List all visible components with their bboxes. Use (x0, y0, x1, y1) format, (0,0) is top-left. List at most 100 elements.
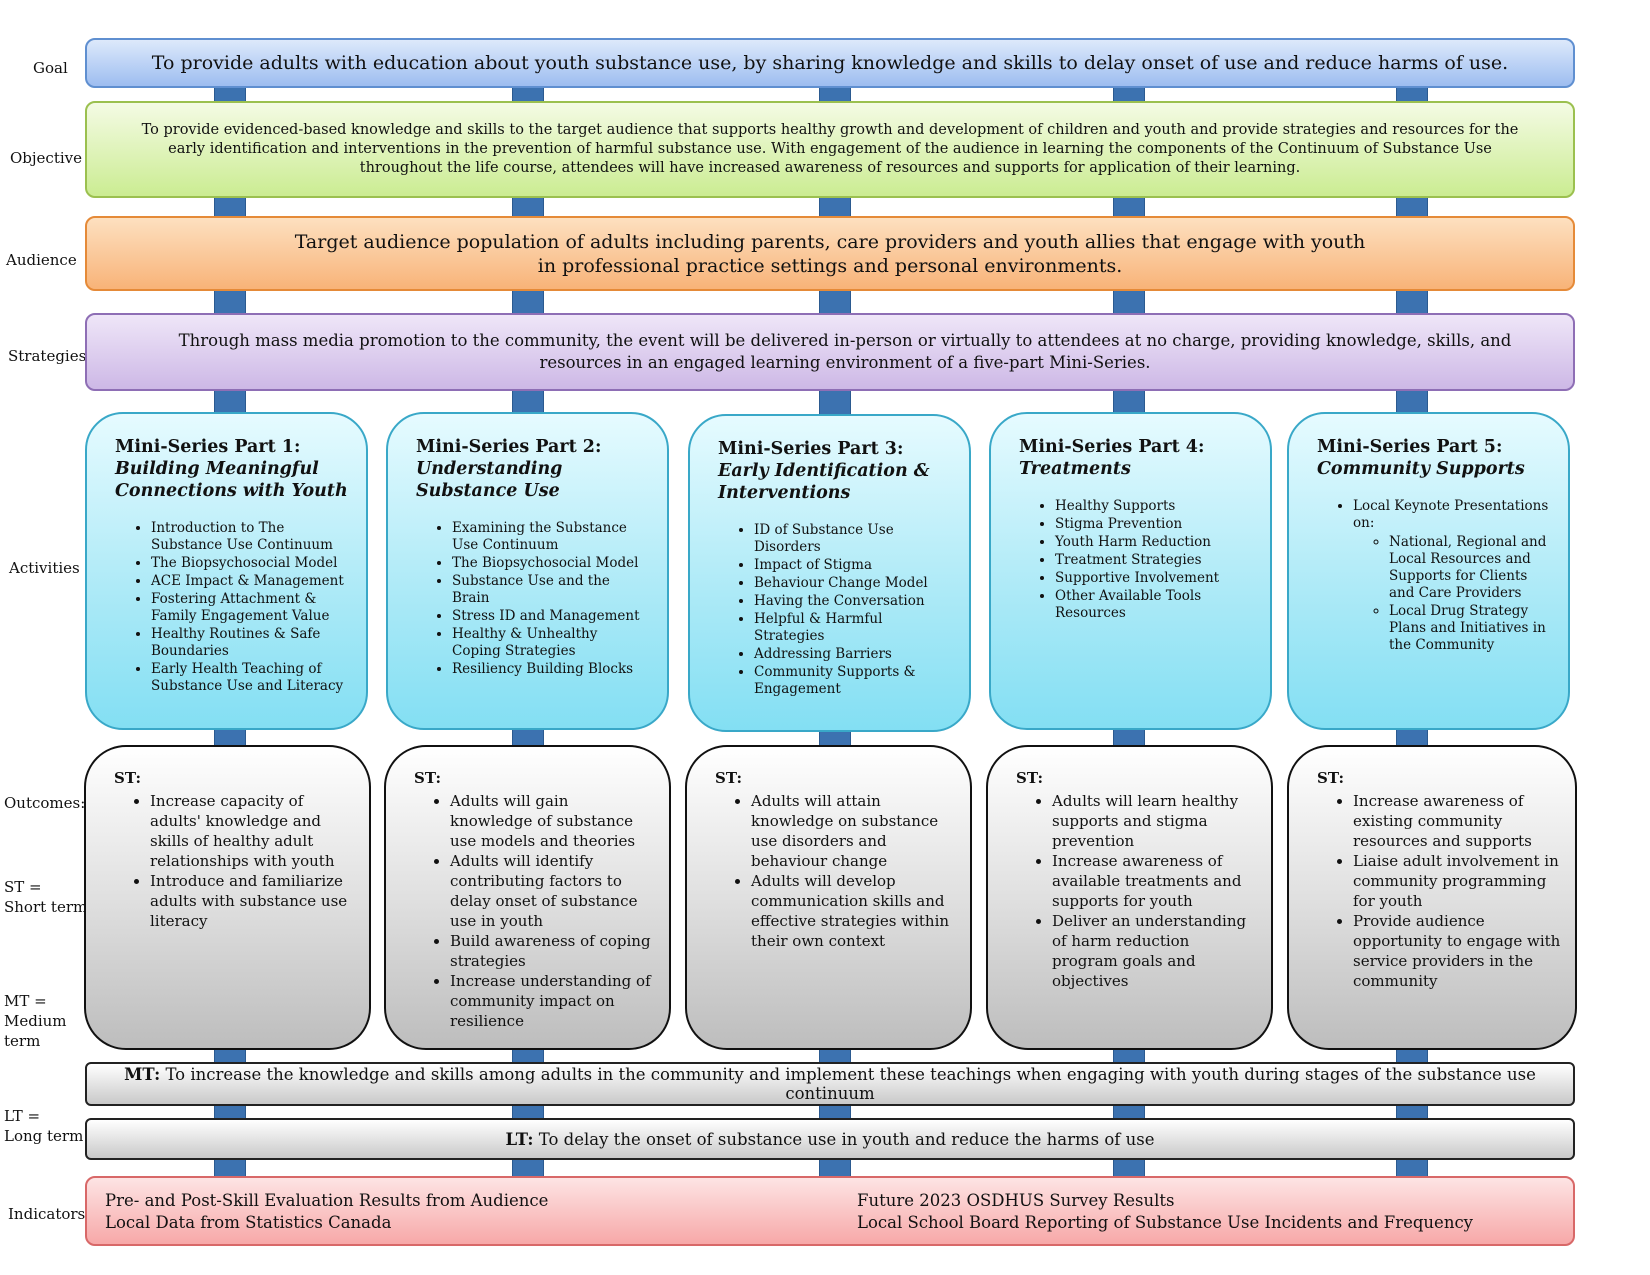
list-item: Impact of Stigma (754, 557, 951, 574)
list-item: Fostering Attachment & Family Engagement… (151, 591, 348, 625)
activity-sublist: National, Regional and Local Resources a… (1353, 534, 1550, 654)
indicator-item: Pre- and Post-Skill Evaluation Results f… (105, 1191, 549, 1210)
list-item: ID of Substance Use Disorders (754, 522, 951, 556)
list-item: Treatment Strategies (1055, 552, 1252, 569)
list-item: ACE Impact & Management (151, 573, 348, 590)
list-item: Adults will develop communication skills… (751, 871, 956, 951)
list-item: Other Available Tools Resources (1055, 588, 1252, 622)
indicator-item: Local Data from Statistics Canada (105, 1213, 392, 1232)
outcome-list: Adults will learn healthy supports and s… (1016, 791, 1257, 991)
outcome-list: Increase awareness of existing community… (1317, 791, 1561, 991)
label-lt-def: Long term (4, 1127, 84, 1145)
label-indicators: Indicators (8, 1205, 86, 1223)
list-item: Adults will attain knowledge on substanc… (751, 791, 956, 871)
long-term-text: LT: To delay the onset of substance use … (505, 1130, 1154, 1149)
label-goal: Goal (33, 59, 68, 77)
activity-box-3: Mini-Series Part 3: Early Identification… (688, 414, 971, 732)
list-item-text: Local Keynote Presentations on: (1353, 498, 1549, 531)
list-item: The Biopsychosocial Model (452, 555, 649, 572)
list-item: Behaviour Change Model (754, 575, 951, 592)
long-term-body: To delay the onset of substance use in y… (533, 1129, 1155, 1149)
list-item: Stress ID and Management (452, 608, 649, 625)
activity-heading: Mini-Series Part 5: (1317, 437, 1503, 457)
list-item: Stigma Prevention (1055, 516, 1252, 533)
outcome-heading: ST: (414, 769, 441, 787)
list-item: Local Keynote Presentations on: National… (1353, 498, 1550, 654)
activity-subtitle: Understanding Substance Use (416, 459, 563, 501)
outcome-box-2: ST: Adults will gain knowledge of substa… (384, 745, 671, 1050)
list-item: Having the Conversation (754, 593, 951, 610)
list-item: Addressing Barriers (754, 646, 951, 663)
strategies-box: Through mass media promotion to the comm… (85, 313, 1575, 391)
activity-list: Examining the Substance Use Continuum Th… (416, 520, 649, 678)
label-outcomes: Outcomes: (4, 794, 86, 812)
list-item: Adults will gain knowledge of substance … (450, 791, 655, 851)
label-activities: Activities (9, 559, 80, 577)
indicator-item: Future 2023 OSDHUS Survey Results (857, 1191, 1175, 1210)
list-item: Liaise adult involvement in community pr… (1353, 851, 1561, 911)
outcome-box-5: ST: Increase awareness of existing commu… (1287, 745, 1577, 1050)
activity-subtitle: Building Meaningful Connections with You… (115, 459, 348, 501)
activity-box-1: Mini-Series Part 1: Building Meaningful … (85, 412, 368, 730)
activity-heading: Mini-Series Part 2: (416, 437, 602, 457)
list-item: Introduction to The Substance Use Contin… (151, 520, 348, 554)
list-item: Introduce and familiarize adults with su… (150, 871, 355, 931)
audience-box: Target audience population of adults inc… (85, 216, 1575, 291)
indicators-box: Pre- and Post-Skill Evaluation Results f… (85, 1176, 1575, 1246)
list-item: Supportive Involvement (1055, 570, 1252, 587)
label-st-eq: ST = (4, 878, 42, 896)
activity-box-4: Mini-Series Part 4: Treatments Healthy S… (989, 412, 1272, 730)
list-item: Adults will identify contributing factor… (450, 851, 655, 931)
list-item: Local Drug Strategy Plans and Initiative… (1389, 603, 1550, 654)
outcome-heading: ST: (715, 769, 742, 787)
objective-text: To provide evidenced-based knowledge and… (141, 122, 1519, 176)
indicator-item: Local School Board Reporting of Substanc… (857, 1213, 1474, 1232)
medium-term-body: To increase the knowledge and skills amo… (160, 1065, 1536, 1103)
indicators-right: Future 2023 OSDHUS Survey Results Local … (857, 1190, 1473, 1234)
activity-list: Healthy Supports Stigma Prevention Youth… (1019, 498, 1252, 622)
outcome-list: Adults will gain knowledge of substance … (414, 791, 655, 1031)
activity-list: ID of Substance Use Disorders Impact of … (718, 522, 951, 698)
list-item: Community Supports & Engagement (754, 664, 951, 698)
label-mt-def2: term (4, 1032, 41, 1050)
activity-box-5: Mini-Series Part 5: Community Supports L… (1287, 412, 1570, 730)
list-item: The Biopsychosocial Model (151, 555, 348, 572)
activity-heading: Mini-Series Part 3: (718, 439, 904, 459)
list-item: Healthy Supports (1055, 498, 1252, 515)
activity-subtitle: Treatments (1019, 459, 1131, 479)
list-item: Increase awareness of available treatmen… (1052, 851, 1257, 911)
list-item: Increase understanding of community impa… (450, 971, 655, 1031)
list-item: Healthy & Unhealthy Coping Strategies (452, 626, 649, 660)
label-lt-eq: LT = (4, 1107, 41, 1125)
list-item: Provide audience opportunity to engage w… (1353, 911, 1561, 991)
list-item: National, Regional and Local Resources a… (1389, 534, 1550, 602)
medium-term-prefix: MT: (124, 1065, 161, 1084)
list-item: Increase awareness of existing community… (1353, 791, 1561, 851)
list-item: Build awareness of coping strategies (450, 931, 655, 971)
list-item: Deliver an understanding of harm reducti… (1052, 911, 1257, 991)
goal-box: To provide adults with education about y… (85, 38, 1575, 88)
label-objective: Objective (10, 149, 83, 167)
activity-box-2: Mini-Series Part 2: Understanding Substa… (386, 412, 669, 730)
label-mt-eq: MT = (4, 992, 47, 1010)
audience-text: Target audience population of adults inc… (294, 230, 1366, 277)
list-item: Adults will learn healthy supports and s… (1052, 791, 1257, 851)
outcome-list: Adults will attain knowledge on substanc… (715, 791, 956, 951)
outcome-heading: ST: (1016, 769, 1043, 787)
list-item: Early Health Teaching of Substance Use a… (151, 661, 348, 695)
medium-term-box: MT: To increase the knowledge and skills… (85, 1062, 1575, 1106)
list-item: Resiliency Building Blocks (452, 661, 649, 678)
list-item: Healthy Routines & Safe Boundaries (151, 626, 348, 660)
long-term-prefix: LT: (505, 1129, 534, 1149)
list-item: Examining the Substance Use Continuum (452, 520, 649, 554)
goal-text: To provide adults with education about y… (151, 52, 1509, 74)
indicators-left: Pre- and Post-Skill Evaluation Results f… (105, 1190, 548, 1234)
outcome-heading: ST: (1317, 769, 1344, 787)
activity-list: Local Keynote Presentations on: National… (1317, 498, 1550, 654)
label-audience: Audience (6, 251, 77, 269)
list-item: Increase capacity of adults' knowledge a… (150, 791, 355, 871)
label-st-def: Short term (4, 898, 88, 916)
outcome-box-3: ST: Adults will attain knowledge on subs… (685, 745, 972, 1050)
outcome-list: Increase capacity of adults' knowledge a… (114, 791, 355, 931)
list-item: Helpful & Harmful Strategies (754, 611, 951, 645)
